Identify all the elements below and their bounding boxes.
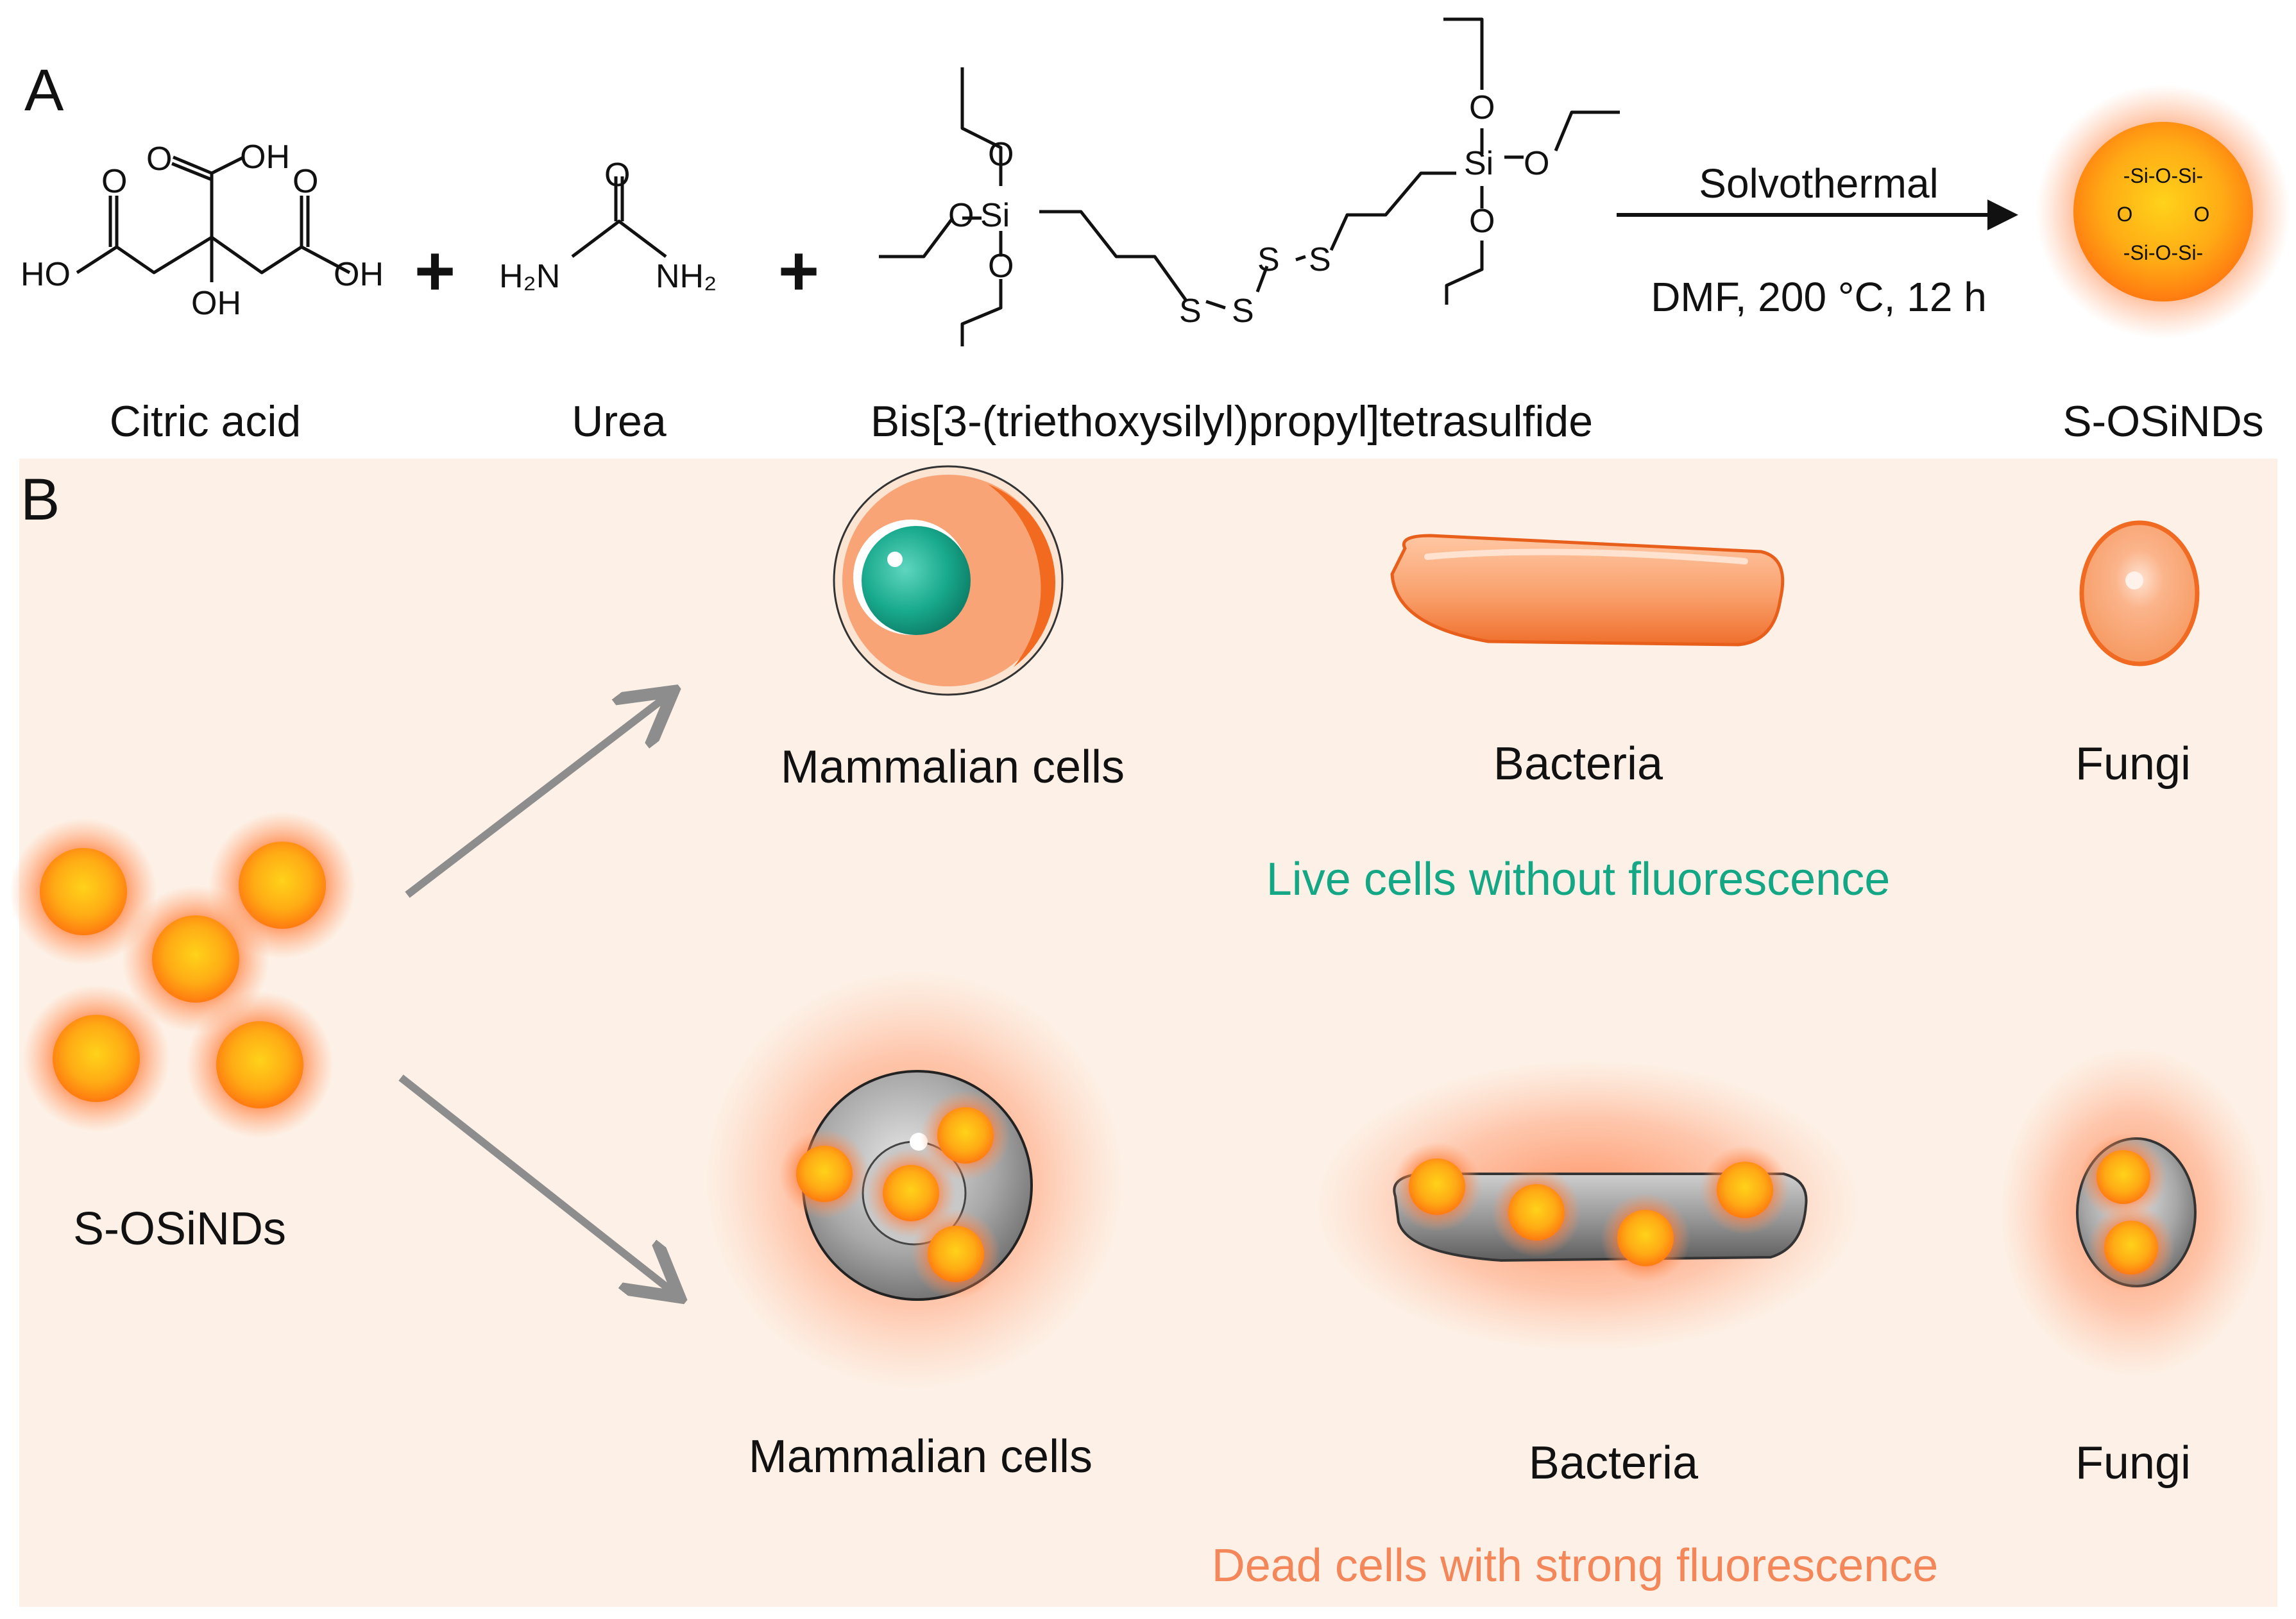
- nanodot-text: -Si-O-Si-: [2123, 241, 2203, 264]
- dead-mammalian-cell: [702, 969, 1126, 1392]
- nanodot-cluster: [10, 811, 356, 1139]
- live-mammalian-cell: [833, 465, 1064, 696]
- reagent-name: Citric acid: [110, 397, 302, 446]
- dead-label: Bacteria: [1529, 1437, 1699, 1489]
- dead-label: Mammalian cells: [749, 1431, 1093, 1482]
- nanodot-text: O: [2194, 203, 2210, 226]
- dead-bacterium: [1312, 1058, 1864, 1353]
- plus-sign: +: [414, 232, 455, 310]
- atom-nh2: NH₂: [656, 258, 717, 295]
- atom-s: S: [1179, 292, 1202, 330]
- conditions-bottom: DMF, 200 °C, 12 h: [1651, 274, 1987, 320]
- nanodot: [1601, 1193, 1690, 1283]
- atom-o: O: [1469, 89, 1495, 126]
- nanodot: [1700, 1145, 1790, 1235]
- nanodot-text: O: [2117, 203, 2133, 226]
- live-label: Mammalian cells: [781, 742, 1125, 793]
- atom-s: S: [1232, 292, 1254, 330]
- dead-caption: Dead cells with strong fluorescence: [1212, 1540, 1939, 1591]
- atom-oh: OH: [191, 285, 241, 322]
- product-nanodot: -Si-O-Si- O O -Si-O-Si-: [2036, 85, 2290, 339]
- arrow-to-live: [405, 696, 667, 898]
- atom-ho: HO: [21, 256, 71, 293]
- atom-o: O: [101, 163, 127, 200]
- atom-o: O: [293, 163, 318, 200]
- atom-o: O: [1524, 145, 1549, 182]
- atom-oh: OH: [240, 139, 290, 176]
- nanodot: [2088, 1204, 2175, 1291]
- atom-o: O: [988, 248, 1014, 285]
- reagent-name: Urea: [572, 397, 667, 446]
- live-bacterium: [1390, 534, 1785, 647]
- atom-si: Si: [1464, 145, 1493, 182]
- dead-fungus: [1998, 1046, 2268, 1379]
- nanodot: [186, 991, 334, 1139]
- nanodot: [1392, 1142, 1482, 1232]
- nanodot: [2080, 1133, 2167, 1221]
- panel-b-background: [19, 459, 2277, 1607]
- atom-s: S: [1257, 241, 1280, 278]
- nanodot-text: -Si-O-Si-: [2123, 164, 2203, 187]
- atom-oh: OH: [334, 256, 384, 293]
- nanodot: [911, 1209, 1001, 1299]
- atom-o: O: [988, 136, 1014, 173]
- atom-o: O: [948, 197, 974, 234]
- conditions-top: Solvothermal: [1699, 160, 1939, 207]
- tetrasulfide-silane-structure: O O Si O S S S S O Si O O: [879, 17, 1620, 346]
- urea-structure: O H₂N NH₂: [499, 157, 717, 295]
- arrow-to-dead: [398, 1074, 674, 1293]
- atom-s: S: [1309, 241, 1331, 278]
- atom-h2n: H₂N: [499, 258, 560, 295]
- panel-label-a: A: [24, 58, 64, 123]
- live-caption: Live cells without fluorescence: [1266, 854, 1891, 905]
- nanodot: [122, 885, 269, 1033]
- product-name: S-OSiNDs: [2062, 397, 2264, 446]
- dead-label: Fungi: [2075, 1437, 2191, 1489]
- panel-label-b: B: [21, 467, 60, 532]
- citric-acid-structure: O O O OH HO OH OH: [21, 139, 384, 322]
- nanodot: [22, 985, 170, 1132]
- nanodot: [779, 1129, 869, 1219]
- nanodot: [921, 1090, 1010, 1180]
- atom-si: Si: [980, 197, 1010, 234]
- nanodot: [10, 818, 157, 965]
- nanodot: [1492, 1167, 1581, 1257]
- live-label: Fungi: [2075, 738, 2191, 790]
- source-label: S-OSiNDs: [73, 1203, 286, 1255]
- atom-o: O: [1469, 203, 1495, 240]
- live-label: Bacteria: [1493, 738, 1663, 790]
- live-fungus: [2079, 520, 2200, 666]
- atom-o: O: [146, 140, 172, 178]
- plus-sign: +: [778, 232, 819, 310]
- atom-o: O: [604, 157, 630, 194]
- reagent-name: Bis[3-(triethoxysilyl)propyl]tetrasulfid…: [871, 397, 1593, 446]
